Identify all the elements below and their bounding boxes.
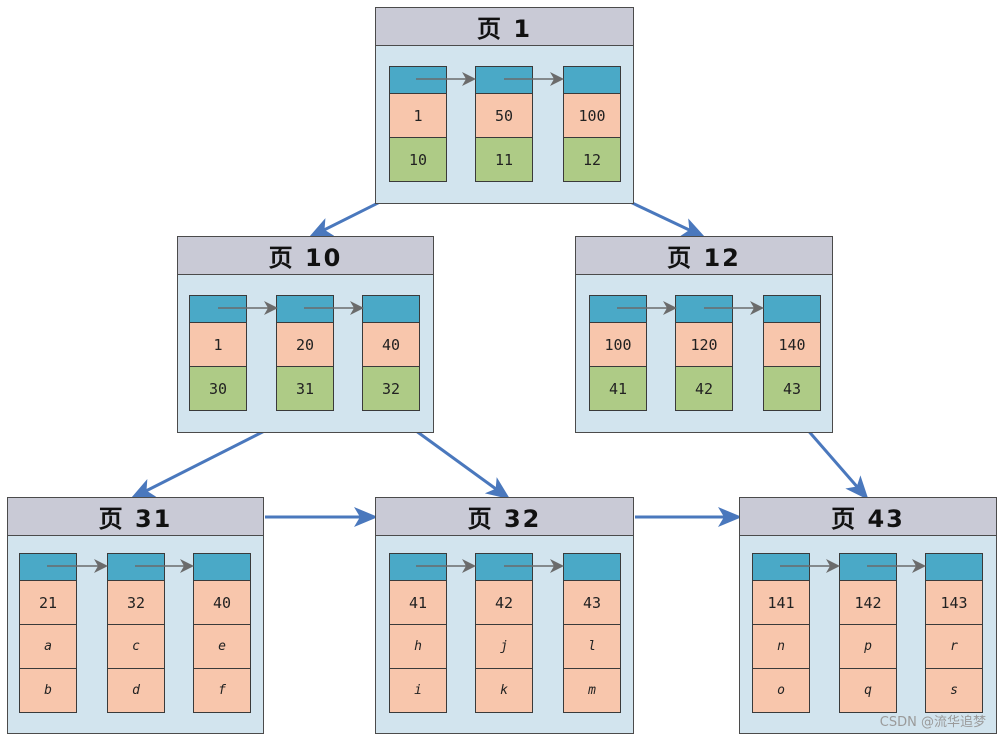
record-column: f [193,669,251,713]
page-10: 页 10 1 30 20 31 40 32 [177,236,434,433]
record: 42 j k [475,553,533,713]
record-pointer: 11 [475,138,533,182]
record-column: h [389,625,447,669]
record-header [675,295,733,323]
record-key: 21 [19,581,77,625]
record: 40 e f [193,553,251,713]
record-header [839,553,897,581]
record: 43 l m [563,553,621,713]
record-key: 40 [193,581,251,625]
record-key: 41 [389,581,447,625]
record-key: 142 [839,581,897,625]
record-column: o [752,669,810,713]
record-column: m [563,669,621,713]
record-header [19,553,77,581]
page-title: 页 1 [376,8,633,46]
page-title: 页 32 [376,498,633,536]
record-column: s [925,669,983,713]
record-pointer: 30 [189,367,247,411]
record-header [276,295,334,323]
record-header [475,66,533,94]
page-title: 页 31 [8,498,263,536]
record-key: 143 [925,581,983,625]
record-key: 100 [563,94,621,138]
record-pointer: 41 [589,367,647,411]
page-title: 页 12 [576,237,832,275]
record-header [189,295,247,323]
record-column: d [107,669,165,713]
record-pointer: 32 [362,367,420,411]
record-column: b [19,669,77,713]
record: 143 r s [925,553,983,713]
record: 100 41 [589,295,647,411]
page-title: 页 43 [740,498,996,536]
record-column: r [925,625,983,669]
record-header [193,553,251,581]
record-column: j [475,625,533,669]
record: 120 42 [675,295,733,411]
record-header [389,553,447,581]
record: 20 31 [276,295,334,411]
record-key: 42 [475,581,533,625]
record-column: p [839,625,897,669]
record-key: 100 [589,323,647,367]
record: 100 12 [563,66,621,182]
record-header [925,553,983,581]
record-column: c [107,625,165,669]
watermark: CSDN @流华追梦 [879,715,986,730]
record-key: 43 [563,581,621,625]
record-key: 140 [763,323,821,367]
page-title: 页 10 [178,237,433,275]
record-column: n [752,625,810,669]
record-header [589,295,647,323]
record-header [752,553,810,581]
record-key: 40 [362,323,420,367]
record-key: 1 [189,323,247,367]
page-1: 页 1 1 10 50 11 100 12 [375,7,634,204]
page-12: 页 12 100 41 120 42 140 43 [575,236,833,433]
record: 21 a b [19,553,77,713]
record-pointer: 43 [763,367,821,411]
record-key: 32 [107,581,165,625]
record-header [362,295,420,323]
page-43: 页 43 141 n o 142 p q 143 r s [739,497,997,734]
record-key: 1 [389,94,447,138]
record-column: q [839,669,897,713]
record: 1 30 [189,295,247,411]
record: 140 43 [763,295,821,411]
record-key: 120 [675,323,733,367]
page-32: 页 32 41 h i 42 j k 43 l m [375,497,634,734]
record: 32 c d [107,553,165,713]
record-header [563,66,621,94]
record-column: l [563,625,621,669]
record: 40 32 [362,295,420,411]
record-header [563,553,621,581]
record: 141 n o [752,553,810,713]
record-key: 50 [475,94,533,138]
record-header [389,66,447,94]
record: 50 11 [475,66,533,182]
record-column: e [193,625,251,669]
record-pointer: 10 [389,138,447,182]
record-column: i [389,669,447,713]
record-key: 20 [276,323,334,367]
record-header [763,295,821,323]
record-header [107,553,165,581]
record-column: k [475,669,533,713]
record-pointer: 12 [563,138,621,182]
record: 142 p q [839,553,897,713]
record-header [475,553,533,581]
record-key: 141 [752,581,810,625]
page-31: 页 31 21 a b 32 c d 40 e f [7,497,264,734]
record: 1 10 [389,66,447,182]
record-column: a [19,625,77,669]
record: 41 h i [389,553,447,713]
record-pointer: 31 [276,367,334,411]
record-pointer: 42 [675,367,733,411]
